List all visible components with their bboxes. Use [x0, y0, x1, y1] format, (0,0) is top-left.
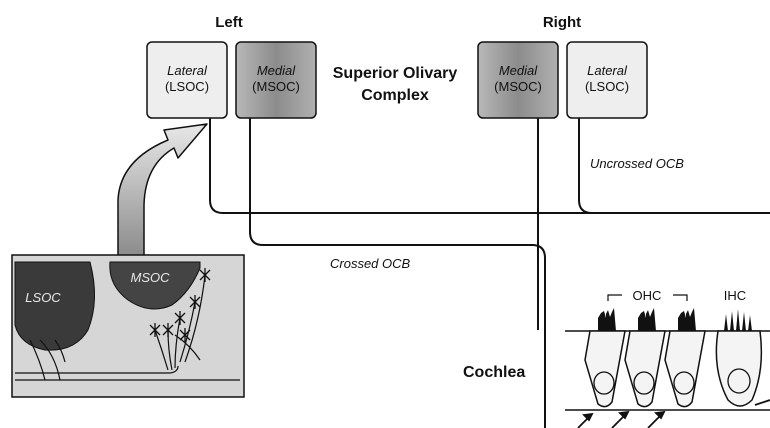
left-lateral-line2: (LSOC): [165, 79, 209, 94]
right-lateral-box: Lateral (LSOC): [567, 42, 647, 118]
right-lateral-line1: Lateral: [587, 63, 628, 78]
right-label: Right: [543, 14, 581, 31]
soc-title-line2: Complex: [361, 87, 429, 104]
crossed-ocb-label: Crossed OCB: [330, 256, 411, 271]
outer-hair-cells: [585, 331, 705, 407]
inset-lsoc-label: LSOC: [25, 290, 61, 305]
ohc-label: OHC: [633, 288, 662, 303]
left-lateral-box: Lateral (LSOC): [147, 42, 227, 118]
ohc-cell-1: [585, 331, 625, 407]
inset-msoc-label: MSOC: [131, 270, 171, 285]
left-medial-line2: (MSOC): [252, 79, 300, 94]
projection-arrow: [118, 124, 207, 258]
right-medial-line2: (MSOC): [494, 79, 542, 94]
right-lateral-line2: (LSOC): [585, 79, 629, 94]
left-label: Left: [215, 14, 243, 31]
uncrossed-ocb-label: Uncrossed OCB: [590, 156, 684, 171]
ohc-cell-2: [625, 331, 665, 407]
ihc-label: IHC: [724, 288, 746, 303]
soc-inset-panel: LSOC MSOC: [12, 255, 244, 397]
left-medial-box: Medial (MSOC): [236, 42, 316, 118]
stereocilia: [598, 308, 752, 331]
right-medial-box: Medial (MSOC): [478, 42, 558, 118]
ohc-cell-3: [665, 331, 705, 407]
soc-title-line1: Superior Olivary: [333, 65, 458, 82]
left-lateral-pathway: [210, 118, 770, 213]
left-lateral-line1: Lateral: [167, 63, 208, 78]
cochlea-label: Cochlea: [463, 364, 525, 381]
left-medial-line1: Medial: [257, 63, 296, 78]
crossed-ocb-pathway: [250, 118, 545, 428]
right-medial-line1: Medial: [499, 63, 538, 78]
inset-lsoc-nucleus: [15, 262, 95, 350]
